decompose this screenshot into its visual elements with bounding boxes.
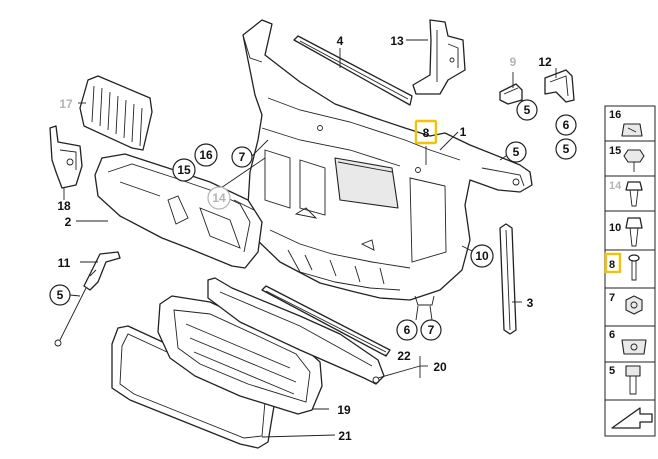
callout-2[interactable]: 2 (65, 215, 72, 229)
svg-text:11: 11 (58, 256, 71, 270)
legend-item-10[interactable]: 10 (609, 217, 643, 247)
svg-text:2: 2 (65, 215, 72, 229)
part-rod-11[interactable] (54, 251, 121, 347)
callout-18[interactable]: 18 (57, 199, 71, 213)
callout-19[interactable]: 19 (337, 403, 351, 417)
part-frame-seal-21[interactable] (111, 325, 277, 449)
svg-text:6: 6 (404, 323, 411, 337)
callout-9[interactable]: 9 (510, 55, 517, 69)
page-arrow-icon[interactable] (611, 407, 653, 429)
callout-13[interactable]: 13 (390, 34, 404, 48)
svg-text:15: 15 (609, 145, 621, 157)
svg-text:7: 7 (609, 292, 615, 304)
callout-5-left[interactable]: 5 (49, 284, 71, 306)
callouts: 1 2 3 4 13 9 12 17 18 11 19 20 21 22 5 5… (49, 34, 577, 443)
legend-item-7[interactable]: 7 (609, 292, 643, 315)
callout-5-far-right[interactable]: 5 (555, 138, 577, 160)
legend-item-16[interactable]: 16 (609, 109, 643, 137)
svg-text:22: 22 (397, 349, 411, 363)
callout-14[interactable]: 14 (207, 186, 231, 210)
legend-item-6[interactable]: 6 (609, 329, 647, 355)
part-grille-17[interactable] (79, 75, 153, 151)
svg-text:4: 4 (337, 34, 344, 48)
svg-text:12: 12 (538, 55, 552, 69)
svg-text:9: 9 (510, 55, 517, 69)
part-air-duct[interactable] (94, 153, 263, 269)
svg-text:10: 10 (475, 249, 489, 263)
svg-text:14: 14 (212, 191, 226, 205)
leader-lines (59, 39, 557, 438)
part-seal-3[interactable] (499, 223, 517, 335)
callout-20[interactable]: 20 (433, 360, 447, 374)
legend-item-8-highlighted[interactable]: 8 (604, 252, 640, 281)
callout-22[interactable]: 22 (397, 349, 411, 363)
callout-15[interactable]: 15 (172, 158, 196, 182)
callout-3[interactable]: 3 (527, 296, 534, 310)
callout-8-highlighted[interactable]: 8 (414, 119, 438, 145)
legend-item-14[interactable]: 14 (609, 180, 643, 207)
svg-text:14: 14 (609, 180, 622, 192)
legend-item-15[interactable]: 15 (609, 145, 645, 172)
part-bracket-13[interactable] (412, 19, 466, 95)
callout-16[interactable]: 16 (194, 143, 218, 167)
part-upper-seal[interactable] (293, 35, 413, 106)
svg-text:5: 5 (513, 145, 520, 159)
callout-7-lower[interactable]: 7 (420, 319, 442, 341)
part-strip-22[interactable] (261, 285, 391, 357)
callout-12[interactable]: 12 (538, 55, 552, 69)
svg-text:8: 8 (423, 126, 430, 140)
svg-text:20: 20 (433, 360, 447, 374)
svg-text:5: 5 (524, 103, 531, 117)
svg-text:6: 6 (609, 329, 615, 341)
part-side-bracket-18[interactable] (49, 125, 83, 189)
svg-text:18: 18 (57, 199, 71, 213)
fastener-legend-panel: 16 15 14 10 8 (604, 105, 656, 437)
callout-5-top[interactable]: 5 (516, 99, 538, 121)
svg-text:1: 1 (460, 125, 467, 139)
svg-text:15: 15 (177, 163, 191, 177)
svg-text:5: 5 (609, 365, 615, 377)
part-clip-9[interactable] (499, 83, 523, 105)
callout-5-right[interactable]: 5 (505, 141, 527, 163)
callout-10[interactable]: 10 (470, 244, 494, 268)
callout-6-lower[interactable]: 6 (396, 319, 418, 341)
svg-text:7: 7 (239, 150, 246, 164)
svg-text:13: 13 (390, 34, 404, 48)
callout-11[interactable]: 11 (58, 256, 71, 270)
callout-21[interactable]: 21 (338, 429, 352, 443)
svg-text:10: 10 (609, 222, 621, 234)
callout-6-right[interactable]: 6 (555, 114, 577, 136)
callout-1[interactable]: 1 (460, 125, 467, 139)
svg-text:21: 21 (338, 429, 352, 443)
callout-4[interactable]: 4 (337, 34, 344, 48)
svg-text:5: 5 (57, 288, 64, 302)
svg-text:3: 3 (527, 296, 534, 310)
svg-text:17: 17 (59, 97, 73, 111)
part-holder-12[interactable] (544, 69, 575, 103)
svg-text:8: 8 (609, 259, 615, 271)
svg-text:7: 7 (428, 323, 435, 337)
callout-7-upper[interactable]: 7 (231, 146, 253, 168)
svg-text:5: 5 (563, 142, 570, 156)
svg-text:16: 16 (609, 109, 621, 121)
part-front-carrier[interactable] (242, 19, 533, 306)
legend-item-5[interactable]: 5 (609, 365, 641, 395)
svg-text:6: 6 (563, 118, 570, 132)
svg-text:16: 16 (199, 148, 213, 162)
svg-text:19: 19 (337, 403, 351, 417)
callout-17[interactable]: 17 (59, 97, 73, 111)
